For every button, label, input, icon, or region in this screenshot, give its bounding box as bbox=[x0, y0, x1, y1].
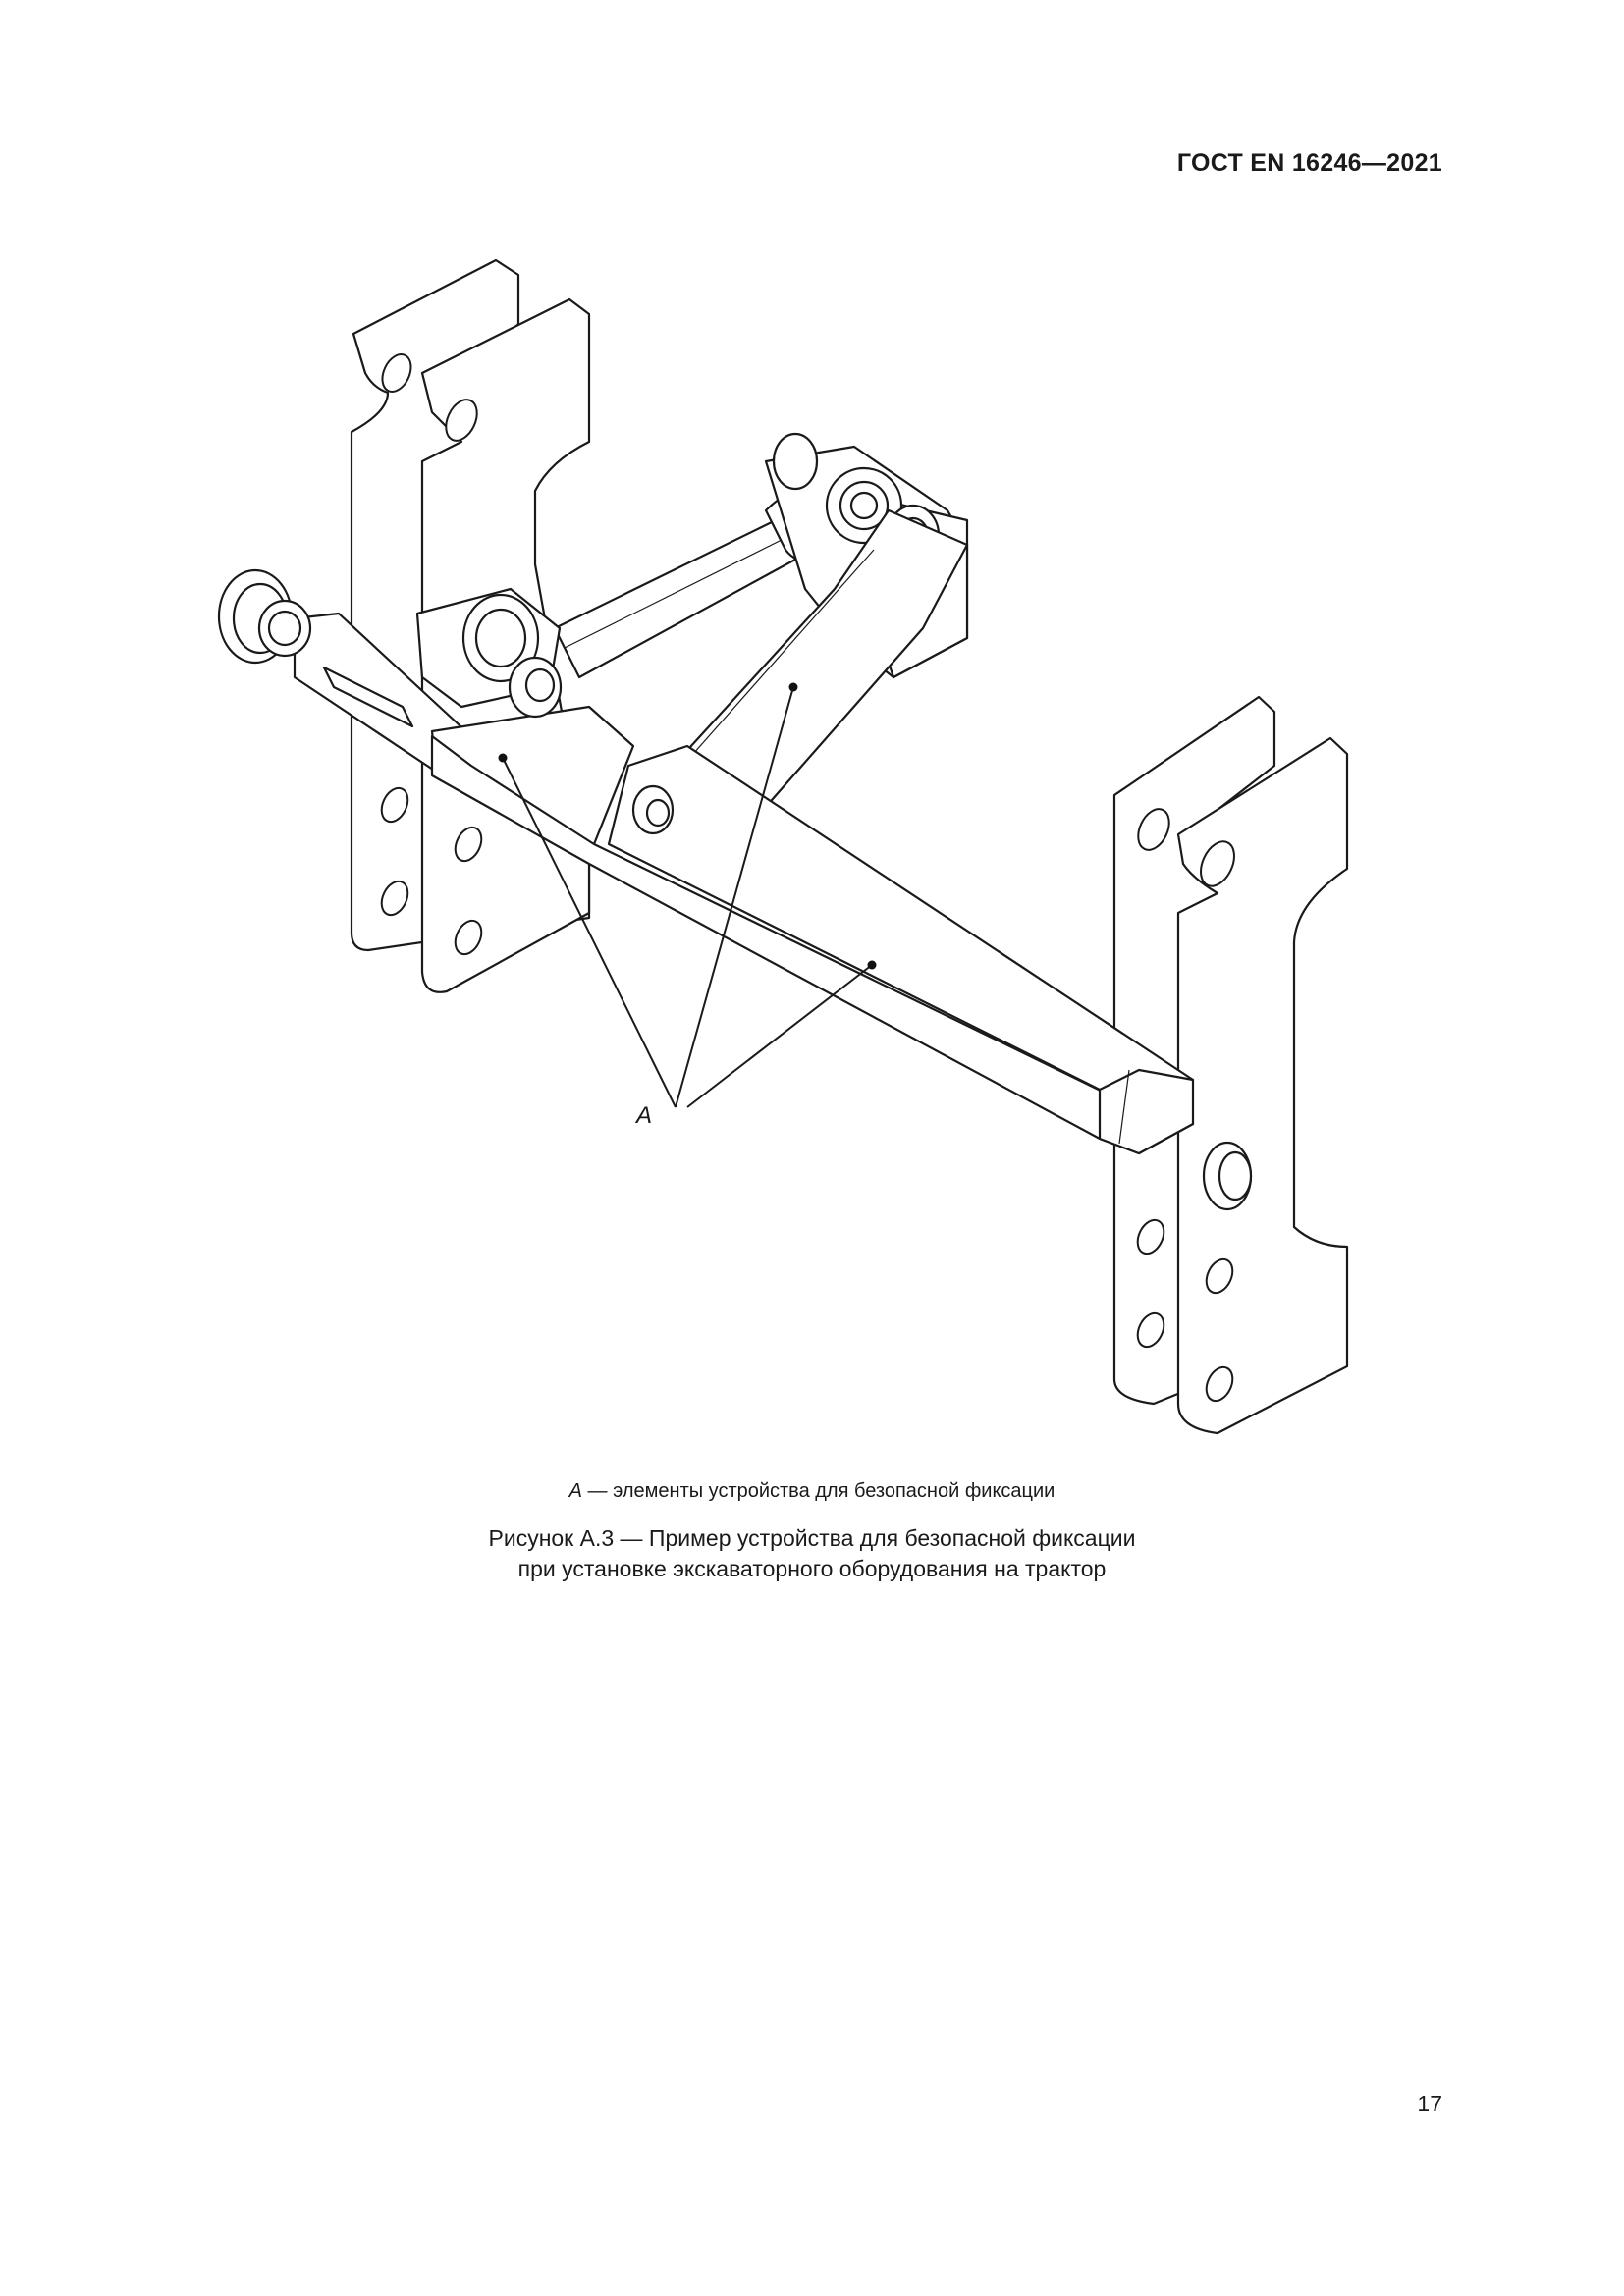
document-standard-header: ГОСТ EN 16246—2021 bbox=[1176, 149, 1442, 177]
page-number: 17 bbox=[1417, 2091, 1442, 2116]
main-cross-beam bbox=[430, 734, 1253, 1211]
callout-dot-2 bbox=[788, 682, 798, 692]
caption-line-2: при установке экскаваторного оборудовани… bbox=[517, 1556, 1107, 1581]
legend-letter: A bbox=[568, 1480, 582, 1502]
callout-dot-3 bbox=[867, 960, 877, 970]
right-bracket-front-plate bbox=[1176, 736, 1349, 1435]
technical-drawing: A bbox=[217, 258, 1349, 1435]
callout-dot-1 bbox=[498, 753, 508, 763]
figure-caption: Рисунок А.3 — Пример устройства для безо… bbox=[0, 1523, 1624, 1584]
callout-a: A bbox=[498, 682, 877, 1129]
center-clevis-block bbox=[415, 587, 635, 846]
callout-label: A bbox=[634, 1102, 652, 1129]
figure-legend: A — элементы устройства для безопасной ф… bbox=[0, 1480, 1624, 1503]
caption-line-1: Рисунок А.3 — Пример устройства для безо… bbox=[488, 1525, 1136, 1551]
left-rod-end bbox=[217, 568, 473, 777]
legend-text: — элементы устройства для безопасной фик… bbox=[581, 1480, 1056, 1502]
